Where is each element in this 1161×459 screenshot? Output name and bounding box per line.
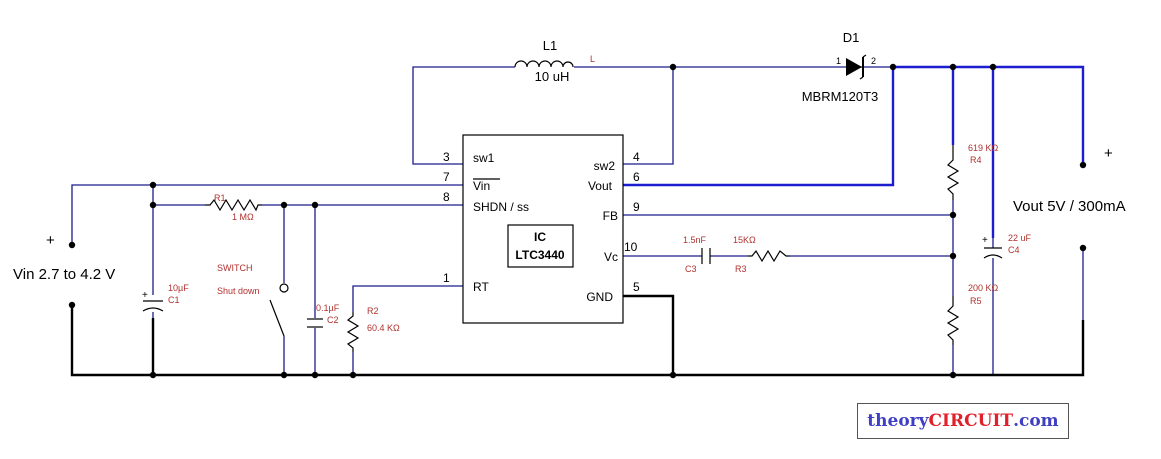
pin-sw2: sw2	[594, 159, 616, 173]
pin-num-sw2: 4	[633, 150, 640, 164]
input-label: Vin 2.7 to 4.2 V	[13, 266, 115, 283]
pin-num-rt: 1	[443, 271, 450, 285]
diode-pin2: 2	[871, 56, 876, 66]
input-plus: +	[46, 232, 55, 249]
pin-shdn: SHDN / ss	[473, 200, 529, 214]
c4-polarity: +	[982, 235, 988, 246]
c3-value: 1.5nF	[683, 235, 707, 245]
pin-num-vin: 7	[443, 170, 450, 184]
resistor-r1: R1 1 MΩ	[205, 193, 262, 222]
switch-label-2: Shut down	[217, 286, 260, 296]
pin-vin: Vin	[473, 179, 490, 193]
r1-value: 1 MΩ	[232, 212, 254, 222]
c2-value: 0.1µF	[316, 303, 340, 313]
r4-ref: R4	[970, 155, 982, 165]
pin-num-gnd: 5	[633, 280, 640, 294]
r3-value: 15KΩ	[733, 235, 756, 245]
output-plus: +	[1104, 145, 1113, 162]
pin-vout: Vout	[588, 179, 613, 193]
output-rails	[623, 65, 1085, 238]
diode-d1: D1 1 2 MBRM120T3	[802, 30, 879, 104]
c1-value: 10µF	[168, 283, 189, 293]
switch-label-1: SWITCH	[217, 263, 253, 273]
r5-value: 200 KΩ	[968, 283, 999, 293]
inductor-value: 10 uH	[535, 69, 570, 84]
brand-part-2: CIRCUIT	[928, 411, 1014, 431]
inductor-l1: L1 10 uH L	[514, 38, 595, 84]
ic-label: IC	[534, 230, 546, 244]
pin-rt: RT	[473, 280, 489, 294]
capacitor-c1: + 10µF C1	[142, 283, 189, 312]
diode-ref: D1	[843, 30, 860, 45]
resistor-r5: 200 KΩ R5	[946, 283, 999, 345]
capacitor-c4: + 22 uF C4	[982, 233, 1032, 259]
r2-value: 60.4 KΩ	[367, 323, 400, 333]
r5-ref: R5	[970, 296, 982, 306]
resistor-r4: 619 KΩ R4	[946, 143, 999, 200]
resistor-r2: R2 60.4 KΩ	[346, 306, 400, 352]
brand-part-3: .com	[1013, 411, 1059, 431]
output-label: Vout 5V / 300mA	[1013, 198, 1126, 215]
capacitor-c2: 0.1µF C2	[307, 303, 340, 328]
pin-fb: FB	[603, 209, 618, 223]
pin-vc: Vc	[604, 250, 618, 264]
r3-ref: R3	[735, 264, 747, 274]
c4-ref: C4	[1008, 245, 1020, 255]
junctions	[68, 63, 1087, 379]
diode-pin1: 1	[836, 56, 841, 66]
ground-rail	[70, 294, 1085, 377]
c3-ref: C3	[685, 264, 697, 274]
inductor-ref: L1	[543, 38, 557, 53]
inductor-net: L	[590, 54, 595, 64]
resistor-r3: 15KΩ R3	[733, 235, 790, 274]
ic-ltc3440: IC LTC3440 sw1 Vin SHDN / ss RT sw2 Vout…	[443, 134, 640, 324]
diode-part: MBRM120T3	[802, 89, 879, 104]
pin-num-vc: 10	[624, 240, 638, 254]
pin-gnd: GND	[586, 290, 613, 304]
pin-num-shdn: 8	[443, 190, 450, 204]
c4-value: 22 uF	[1008, 233, 1032, 243]
pin-num-sw1: 3	[443, 150, 450, 164]
capacitor-c3: 1.5nF C3	[683, 235, 711, 274]
pin-sw1: sw1	[473, 151, 495, 165]
r2-ref: R2	[367, 306, 379, 316]
c1-ref: C1	[168, 295, 180, 305]
shutdown-switch: SWITCH Shut down	[217, 263, 289, 337]
c2-ref: C2	[327, 315, 339, 325]
pin-num-vout: 6	[633, 170, 640, 184]
c1-polarity: +	[142, 290, 148, 301]
brand-part-1: theory	[867, 411, 929, 431]
ic-part: LTC3440	[515, 248, 564, 262]
pin-num-fb: 9	[633, 200, 640, 214]
r4-value: 619 KΩ	[968, 143, 999, 153]
r1-ref: R1	[214, 193, 226, 203]
